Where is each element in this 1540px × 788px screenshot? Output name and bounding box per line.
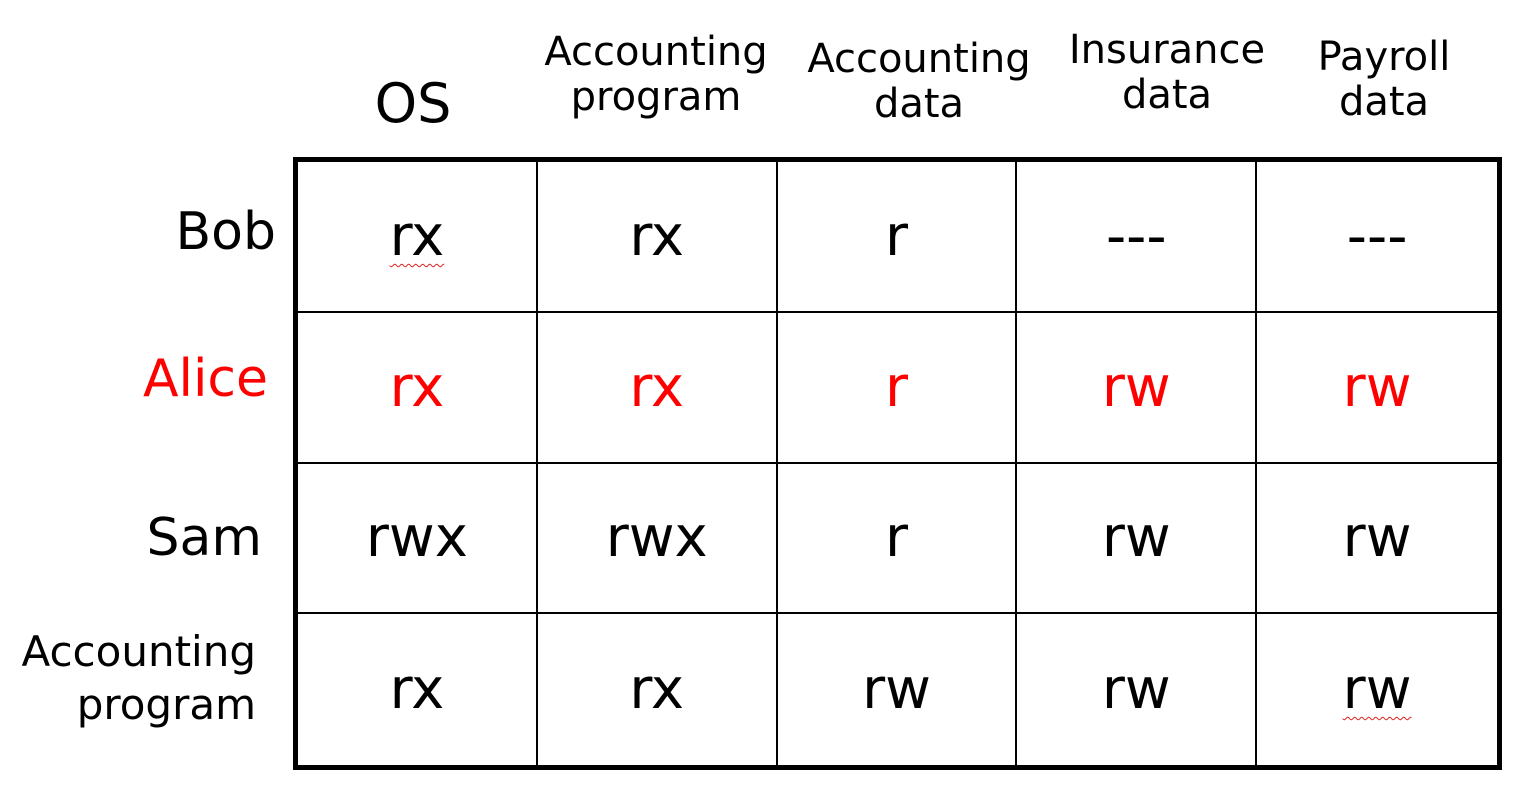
permission-text: --- xyxy=(1346,203,1408,269)
permission-text: rx xyxy=(629,203,685,269)
permission-text: rx xyxy=(389,657,445,723)
matrix-cell: rwx xyxy=(537,463,778,615)
matrix-cell: rw xyxy=(1017,312,1258,464)
matrix-cell: rw xyxy=(1257,464,1497,615)
matrix-cell: rx xyxy=(298,614,538,765)
column-header-line1: Insurance xyxy=(1068,27,1266,73)
matrix-cell: rx xyxy=(298,162,538,313)
column-header-accounting-data: Accounting data xyxy=(799,37,1039,127)
matrix-cell: rw xyxy=(1257,614,1497,765)
permission-text: --- xyxy=(1105,203,1167,269)
permission-text: rx xyxy=(389,354,445,420)
matrix-cell: r xyxy=(777,312,1018,464)
row-header-sam: Sam xyxy=(146,508,262,569)
matrix-cell: --- xyxy=(1257,162,1497,313)
matrix-cell: rx xyxy=(298,312,538,464)
column-header-line2: data xyxy=(1121,71,1213,118)
permission-text: rx xyxy=(389,203,445,269)
permission-text: rw xyxy=(1342,505,1412,571)
permission-text: rwx xyxy=(605,505,708,571)
matrix-cell: r xyxy=(777,162,1018,313)
permission-text: r xyxy=(884,354,908,420)
matrix-cell: rwx xyxy=(298,463,538,615)
permission-text: r xyxy=(884,203,908,269)
permission-text: r xyxy=(884,505,908,571)
row-header-label: Sam xyxy=(146,508,262,568)
permission-text: rx xyxy=(629,354,685,420)
matrix-cell: rx xyxy=(537,312,778,464)
column-header-line1: Payroll xyxy=(1317,34,1451,80)
permission-text: rw xyxy=(862,657,931,723)
row-header-accounting-program: Accounting program xyxy=(21,626,256,731)
row-header-line1: Accounting xyxy=(21,627,256,676)
column-header-line1: Accounting xyxy=(544,29,768,75)
matrix-cell: rw xyxy=(1257,313,1497,464)
column-header-insurance-data: Insurance data xyxy=(1047,28,1287,118)
matrix-cell: rw xyxy=(778,614,1018,765)
permission-text: rw xyxy=(1101,505,1171,571)
permission-text: rw xyxy=(1101,657,1171,723)
row-header-alice: Alice xyxy=(142,349,268,410)
permission-text: rw xyxy=(1342,354,1412,420)
matrix-cell: r xyxy=(777,463,1018,615)
column-header-line2: data xyxy=(1338,78,1430,125)
permission-text: rw xyxy=(1101,354,1171,420)
row-header-label: Bob xyxy=(175,202,277,262)
column-header-line1: Accounting xyxy=(807,36,1031,82)
matrix-cell: rx xyxy=(538,614,778,765)
column-header-line2: program xyxy=(570,73,742,120)
access-matrix: rx rx r --- --- rx rx r rw rw rwx rwx r … xyxy=(293,157,1502,770)
matrix-cell: rw xyxy=(1017,614,1258,765)
matrix-cell: rw xyxy=(1017,463,1258,615)
column-header-payroll-data: Payroll data xyxy=(1274,35,1494,125)
permission-text: rwx xyxy=(365,505,468,571)
column-header-label: OS xyxy=(374,72,452,135)
column-header-accounting-program: Accounting program xyxy=(536,30,776,120)
row-header-label: Alice xyxy=(142,349,268,409)
matrix-cell: --- xyxy=(1017,162,1258,313)
row-header-bob: Bob xyxy=(175,202,277,263)
column-header-os: OS xyxy=(353,72,473,135)
permission-text: rx xyxy=(629,657,685,723)
row-header-line2: program xyxy=(76,679,256,729)
column-header-line2: data xyxy=(873,80,965,127)
matrix-cell: rx xyxy=(537,162,778,313)
permission-text: rw xyxy=(1342,657,1412,723)
